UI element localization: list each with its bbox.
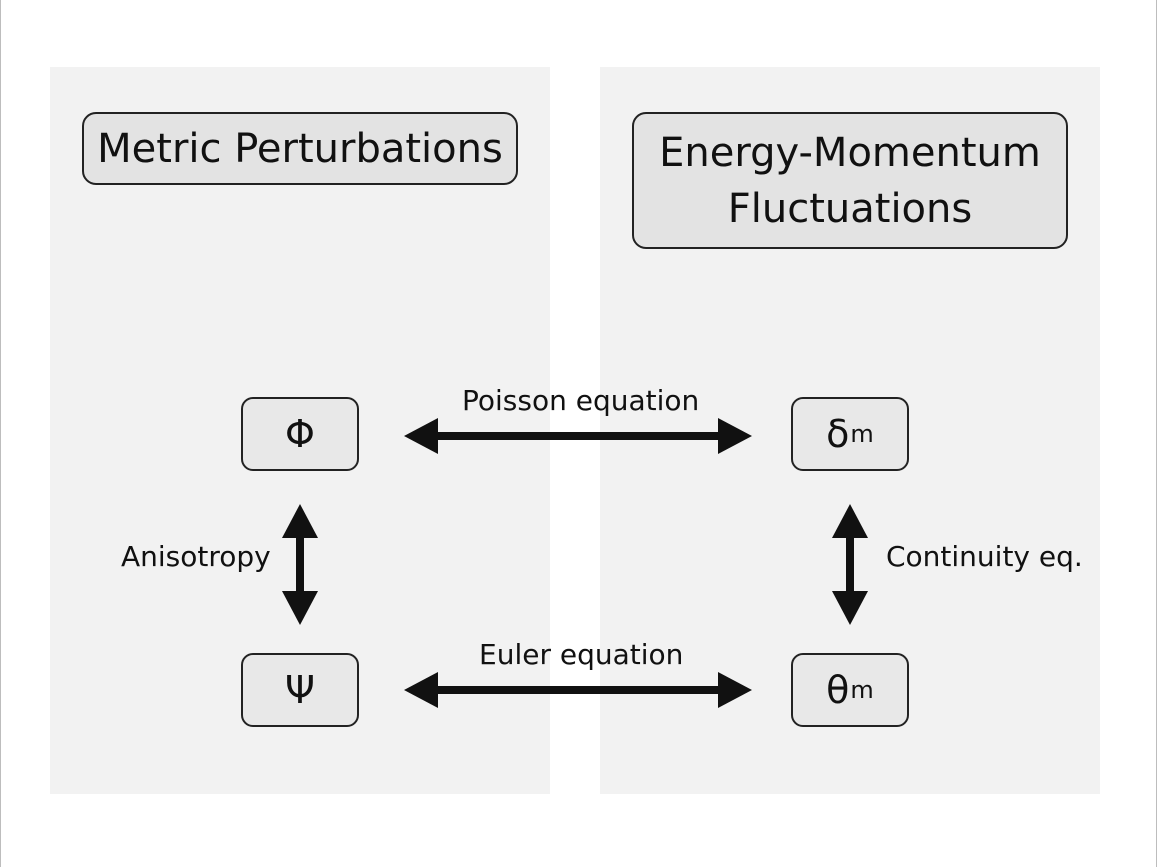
energy-momentum-title-line2: Fluctuations — [727, 185, 973, 232]
slide-border-left — [0, 0, 1, 867]
euler-arrow — [404, 672, 752, 708]
delta-symbol: δ — [826, 412, 850, 456]
anisotropy-arrow — [282, 504, 318, 625]
delta-subscript: m — [850, 420, 874, 448]
anisotropy-label: Anisotropy — [121, 540, 271, 573]
euler-equation-label: Euler equation — [479, 638, 684, 671]
psi-symbol: Ψ — [285, 668, 315, 712]
phi-node: Φ — [241, 397, 359, 471]
continuity-equation-label: Continuity eq. — [886, 540, 1083, 573]
theta-symbol: θ — [826, 668, 850, 712]
metric-perturbations-header: Metric Perturbations — [82, 112, 518, 185]
energy-momentum-header: Energy-Momentum Fluctuations — [632, 112, 1068, 249]
phi-symbol: Φ — [285, 412, 315, 456]
energy-momentum-title-line1: Energy-Momentum — [659, 129, 1041, 176]
continuity-arrow — [832, 504, 868, 625]
theta-subscript: m — [850, 676, 874, 704]
psi-node: Ψ — [241, 653, 359, 727]
poisson-arrow — [404, 418, 752, 454]
metric-perturbations-title: Metric Perturbations — [97, 125, 503, 172]
poisson-equation-label: Poisson equation — [462, 384, 700, 417]
